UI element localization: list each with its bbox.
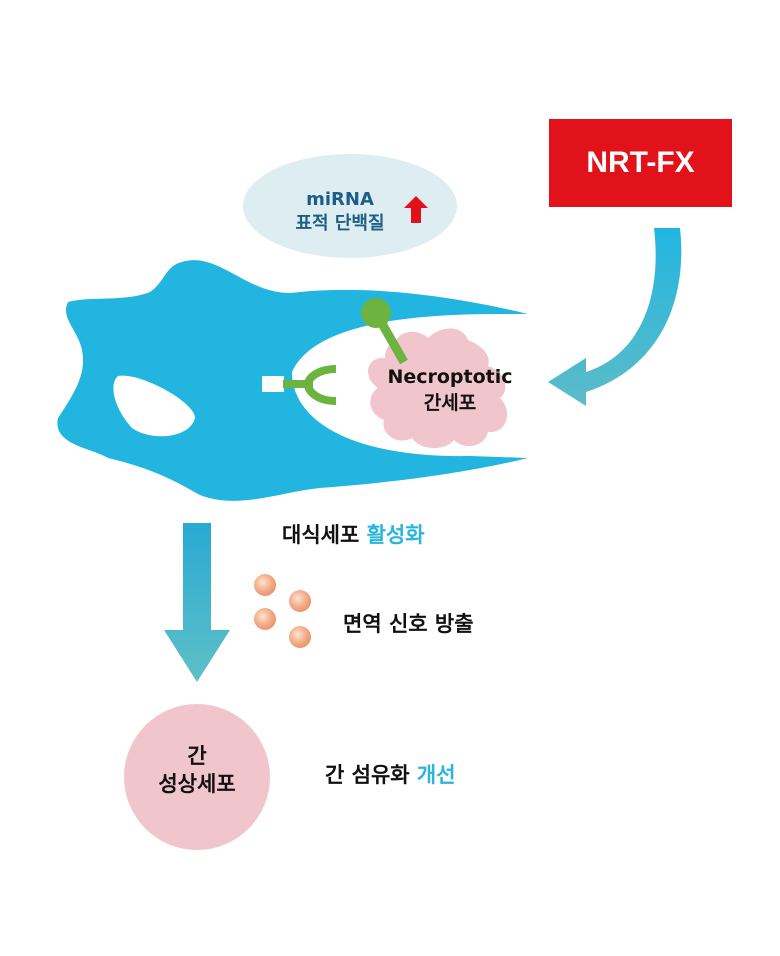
ligand-stick	[376, 317, 408, 365]
fibrosis-label: 간 섬유화 개선	[325, 759, 456, 789]
necroptotic-line2: 간세포	[423, 392, 477, 414]
receptor-bar	[283, 380, 313, 388]
immune-particle	[289, 626, 311, 648]
macrophage-activation-text: 대식세포	[282, 523, 360, 547]
macrophage-cell	[57, 260, 528, 501]
mirna-bubble	[243, 154, 457, 258]
stellate-line1: 간	[187, 744, 207, 768]
drug-label-box: NRT-FX	[549, 119, 732, 207]
mirna-text: miRNA 표적 단백질	[280, 188, 400, 236]
receptor-cup	[303, 365, 337, 405]
immune-signal-text: 면역 신호 방출	[343, 612, 474, 636]
fibrosis-text: 간 섬유화	[325, 763, 410, 787]
fibrosis-highlight: 개선	[416, 763, 456, 787]
down-arrow-icon	[164, 523, 230, 682]
immune-particle	[254, 608, 276, 630]
up-arrow-icon	[404, 196, 428, 223]
macrophage-activation-label: 대식세포 활성화	[282, 519, 425, 549]
macrophage-activation-highlight: 활성화	[366, 523, 425, 547]
stellate-label: 간 성상세포	[127, 742, 267, 798]
necroptotic-line1: Necroptotic	[387, 366, 513, 388]
macrophage-vacuole	[113, 375, 195, 437]
ligand-ball	[361, 298, 391, 328]
receptor-stem	[262, 376, 284, 392]
mirna-line1: miRNA	[306, 189, 374, 210]
curved-arrow-icon	[548, 228, 682, 406]
stellate-line2: 성상세포	[158, 772, 236, 796]
immune-particle	[289, 590, 311, 612]
drug-label: NRT-FX	[586, 146, 695, 179]
mirna-line2: 표적 단백질	[295, 213, 385, 234]
necroptotic-label: Necroptotic 간세포	[360, 364, 540, 416]
immune-signal-label: 면역 신호 방출	[343, 608, 474, 638]
immune-particle	[254, 574, 276, 596]
stellate-cell	[124, 704, 270, 850]
